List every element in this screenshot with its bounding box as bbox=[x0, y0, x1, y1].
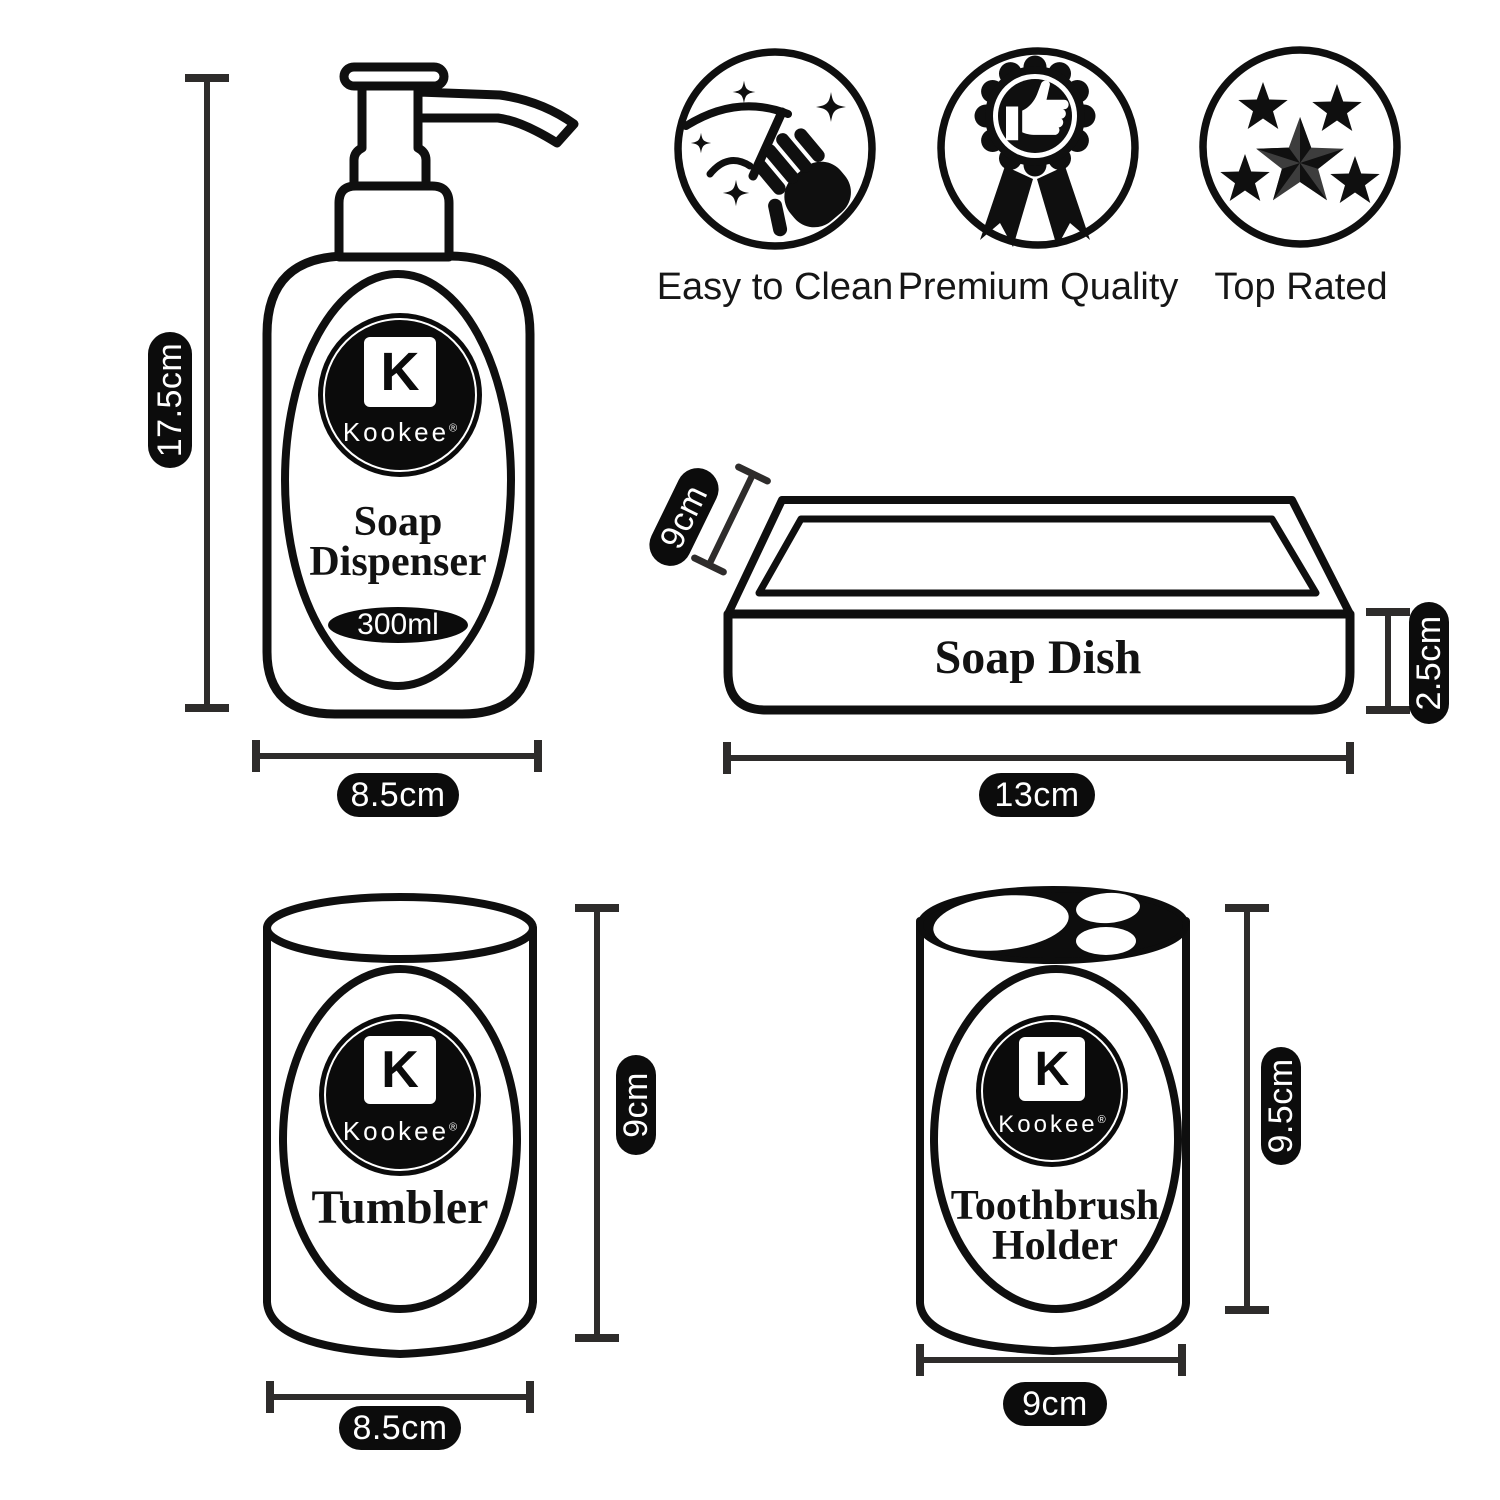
logo-ring bbox=[324, 1019, 476, 1171]
ribbon-tails bbox=[980, 166, 1090, 247]
logo-wordmark: Kookee® bbox=[318, 417, 482, 448]
dispenser-height-dim-line bbox=[185, 74, 229, 712]
logo-ring bbox=[981, 1020, 1123, 1162]
dish-inner-rim bbox=[755, 515, 1320, 597]
clean-hand-icon bbox=[682, 80, 851, 237]
toothbrush-holder-name: Toothbrush Holder bbox=[950, 1183, 1160, 1269]
logo-wordmark: Kookee® bbox=[976, 1111, 1128, 1139]
soap-dispenser-name: Soap Dispenser bbox=[309, 499, 487, 585]
brush-hole-large bbox=[933, 895, 1069, 951]
logo-wordmark: Kookee® bbox=[319, 1116, 481, 1147]
dispenser-width-dim-label: 8.5cm bbox=[337, 773, 459, 817]
soap-dish-name: Soap Dish bbox=[934, 631, 1142, 684]
logo-wordmark-text: Kookee bbox=[998, 1111, 1098, 1138]
dish-front-face bbox=[723, 609, 1355, 715]
badge-label-top-rated: Top Rated bbox=[1214, 266, 1388, 308]
hand-shape bbox=[754, 128, 851, 237]
holder-width-dim-line bbox=[916, 1344, 1186, 1376]
brand-logo-holder: K Kookee® bbox=[976, 1015, 1128, 1167]
tumbler-rim bbox=[263, 893, 537, 963]
soap-dish-drawing bbox=[691, 463, 1355, 715]
logo-wordmark-text: Kookee bbox=[342, 1116, 450, 1146]
badge-label-easy-clean: Easy to Clean bbox=[656, 266, 894, 308]
tumbler-label-oval bbox=[279, 965, 521, 1313]
registered-mark: ® bbox=[449, 1121, 458, 1134]
logo-ring bbox=[323, 318, 477, 472]
brush-hole-small bbox=[1076, 927, 1136, 955]
dish-height-dim-label: 2.5cm bbox=[1409, 602, 1449, 724]
holder-height-dim-line bbox=[1225, 904, 1269, 1314]
soap-dispenser-capacity: 300ml bbox=[328, 607, 468, 643]
holder-label-oval bbox=[930, 965, 1182, 1313]
pump-cap bbox=[339, 62, 449, 91]
tumbler-width-dim-label: 8.5cm bbox=[339, 1406, 461, 1450]
registered-mark: ® bbox=[449, 422, 458, 435]
tumbler-height-dim-line bbox=[575, 904, 619, 1342]
brush-hole-medium bbox=[1076, 892, 1140, 924]
dispenser-height-dim-label: 17.5cm bbox=[148, 332, 192, 468]
badge-label-premium: Premium Quality bbox=[897, 266, 1179, 308]
holder-height-dim-label: 9.5cm bbox=[1261, 1047, 1301, 1165]
dispenser-label-oval bbox=[281, 270, 515, 690]
logo-mark: K bbox=[364, 337, 436, 407]
dish-width-dim-line bbox=[723, 742, 1354, 774]
pump-spout bbox=[413, 87, 579, 148]
dispenser-width-dim-line bbox=[252, 740, 542, 772]
tumbler-name: Tumbler bbox=[311, 1181, 489, 1234]
big-faceted-star bbox=[1256, 117, 1344, 201]
logo-wordmark-text: Kookee bbox=[342, 417, 450, 447]
tumbler-height-dim-label: 9cm bbox=[616, 1055, 656, 1155]
tumbler-width-dim-line bbox=[266, 1381, 534, 1413]
pump-stem bbox=[349, 80, 431, 191]
ribbon-badge-icon bbox=[974, 55, 1096, 247]
registered-mark: ® bbox=[1097, 1114, 1106, 1126]
dish-depth-dim-line bbox=[691, 463, 771, 576]
dish-height-dim-line bbox=[1366, 608, 1410, 714]
logo-mark: K bbox=[1019, 1037, 1085, 1101]
holder-width-dim-label: 9cm bbox=[1003, 1382, 1107, 1426]
bottle-collar bbox=[334, 181, 454, 262]
thumbs-up-glyph bbox=[1006, 80, 1069, 141]
five-stars-icon bbox=[1220, 82, 1380, 203]
brand-logo-tumbler: K Kookee® bbox=[319, 1014, 481, 1176]
logo-mark: K bbox=[364, 1036, 436, 1104]
dish-width-dim-label: 13cm bbox=[979, 773, 1095, 817]
brand-logo-dispenser: K Kookee® bbox=[318, 313, 482, 477]
